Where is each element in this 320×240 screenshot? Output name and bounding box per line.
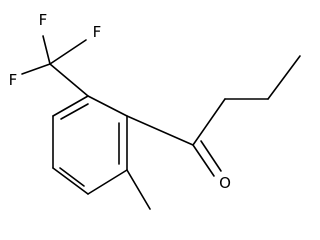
- ring-inner-double-upper-left: [60, 103, 89, 120]
- ring-bond-lower-right: [87, 169, 128, 195]
- atom-label-f-left: F: [9, 71, 18, 89]
- bond-c-to-f-right: [49, 39, 87, 65]
- ring-inner-double-bottom: [59, 167, 85, 187]
- atom-label-f-top: F: [39, 11, 48, 29]
- structure-diagram: F F F O: [9, 11, 301, 210]
- atom-label-f-right: F: [93, 23, 102, 41]
- ring-bond-bottom: [52, 167, 89, 195]
- bond-c-to-f-top: [42, 35, 51, 65]
- bond-ring-to-carbonyl: [126, 115, 194, 146]
- bond-carbonyl-o-2: [200, 140, 222, 172]
- ring-bond-top: [87, 95, 128, 117]
- bond-c-to-f-left: [21, 63, 51, 75]
- bond-chain-3: [267, 55, 301, 100]
- bond-ring-to-methyl: [126, 169, 151, 210]
- atom-label-oxygen: O: [219, 174, 231, 192]
- bond-ring-to-cf3: [49, 63, 89, 97]
- ring-bond-upper-left: [52, 95, 89, 117]
- bond-carbonyl-o-1: [192, 144, 215, 177]
- bond-chain-1: [192, 98, 226, 146]
